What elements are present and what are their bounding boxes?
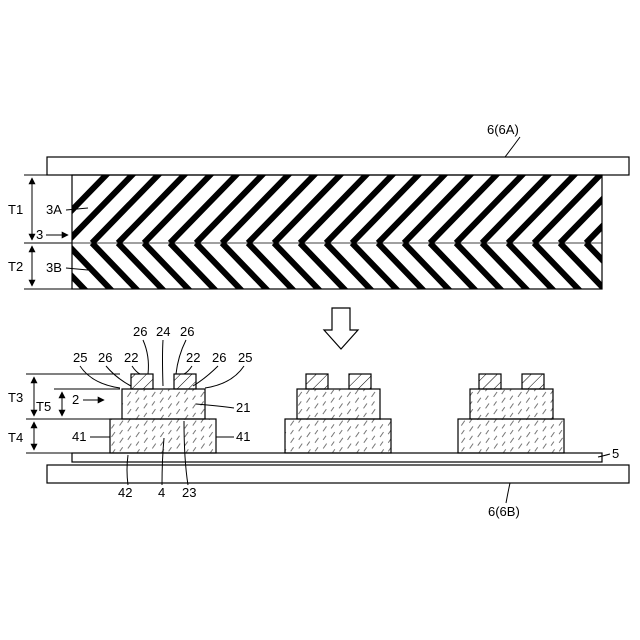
chevron-band-lower bbox=[92, 243, 140, 293]
label-42: 42 bbox=[118, 485, 132, 500]
dimension-t2: T2 bbox=[8, 246, 72, 289]
chevron-band-lower bbox=[612, 243, 640, 293]
film-5 bbox=[72, 453, 602, 462]
leader-6a bbox=[505, 137, 520, 157]
semiconductor-chip-2 bbox=[285, 374, 391, 453]
chevron-band-lower bbox=[196, 243, 244, 293]
underfill-layer-4 bbox=[285, 419, 391, 453]
label-41-right: 41 bbox=[236, 429, 250, 444]
chevron-band-upper bbox=[612, 171, 640, 243]
label-25-right: 25 bbox=[238, 350, 252, 365]
chevron-band-lower bbox=[508, 243, 556, 293]
bump-22-left bbox=[131, 374, 153, 389]
label-24: 24 bbox=[156, 324, 170, 339]
label-t1: T1 bbox=[8, 202, 23, 217]
label-26-a: 26 bbox=[98, 350, 112, 365]
chevron-band-lower bbox=[300, 243, 348, 293]
chevron-band-lower bbox=[456, 243, 504, 293]
label-41-left: 41 bbox=[72, 429, 86, 444]
chevron-band-lower bbox=[404, 243, 452, 293]
leader-26-right bbox=[176, 340, 186, 374]
chevron-band-lower bbox=[482, 243, 530, 293]
label-t2: T2 bbox=[8, 259, 23, 274]
chevron-band-lower bbox=[248, 243, 296, 293]
label-6a: 6(6A) bbox=[487, 122, 519, 137]
label-3a: 3A bbox=[46, 202, 62, 217]
label-23: 23 bbox=[182, 485, 196, 500]
bump-22-right bbox=[349, 374, 371, 389]
label-4: 4 bbox=[158, 485, 165, 500]
chevron-band-lower bbox=[144, 243, 192, 293]
label-3: 3 bbox=[36, 227, 43, 242]
down-arrow-icon bbox=[324, 308, 358, 349]
bump-22-left bbox=[306, 374, 328, 389]
adhesive-sheet-3 bbox=[40, 171, 640, 293]
chevron-band-lower bbox=[326, 243, 374, 293]
chip-body-21 bbox=[470, 389, 553, 419]
label-5: 5 bbox=[612, 446, 619, 461]
leader-25-right bbox=[205, 366, 244, 388]
chevron-band-lower bbox=[534, 243, 582, 293]
chevron-band-lower bbox=[170, 243, 218, 293]
bump-22-right bbox=[522, 374, 544, 389]
chevron-band-lower bbox=[352, 243, 400, 293]
label-26-left: 26 bbox=[133, 324, 147, 339]
label-3b: 3B bbox=[46, 260, 62, 275]
chevron-band-lower bbox=[430, 243, 478, 293]
support-plate-6b bbox=[47, 465, 629, 483]
label-t4: T4 bbox=[8, 430, 23, 445]
leader-3b bbox=[66, 268, 88, 270]
leader-22-b bbox=[184, 366, 192, 374]
label-2: 2 bbox=[72, 392, 79, 407]
support-plate-6a bbox=[47, 157, 629, 175]
underfill-layer-4 bbox=[458, 419, 564, 453]
chevron-band-lower bbox=[560, 243, 608, 293]
label-25-left: 25 bbox=[73, 350, 87, 365]
leader-6b bbox=[506, 483, 510, 503]
label-22-b: 22 bbox=[186, 350, 200, 365]
label-t5: T5 bbox=[36, 399, 51, 414]
leader-42 bbox=[127, 455, 128, 485]
chevron-band-lower bbox=[118, 243, 166, 293]
label-6b: 6(6B) bbox=[488, 504, 520, 519]
label-21: 21 bbox=[236, 400, 250, 415]
label-26-right: 26 bbox=[180, 324, 194, 339]
leader-26-left bbox=[143, 340, 148, 374]
chevron-band-lower bbox=[66, 243, 114, 293]
chevron-band-lower bbox=[274, 243, 322, 293]
leader-5 bbox=[598, 454, 610, 457]
bump-22-right bbox=[174, 374, 196, 389]
bump-22-left bbox=[479, 374, 501, 389]
chevron-band-lower bbox=[378, 243, 426, 293]
dimension-t4: T4 bbox=[8, 422, 72, 453]
chevron-band-lower bbox=[222, 243, 270, 293]
leader-24 bbox=[163, 340, 164, 386]
leader-25-left bbox=[80, 366, 120, 388]
chip-body-21 bbox=[297, 389, 380, 419]
label-26-b: 26 bbox=[212, 350, 226, 365]
leader-26-a bbox=[106, 366, 131, 386]
label-22-a: 22 bbox=[124, 350, 138, 365]
semiconductor-chip-3 bbox=[458, 374, 564, 453]
leader-26-b bbox=[193, 366, 218, 386]
chevron-band-lower bbox=[586, 243, 634, 293]
label-t3: T3 bbox=[8, 390, 23, 405]
leader-22-a bbox=[132, 366, 140, 374]
dimension-t3: T3 bbox=[8, 374, 120, 419]
chip-body-21 bbox=[122, 389, 205, 419]
